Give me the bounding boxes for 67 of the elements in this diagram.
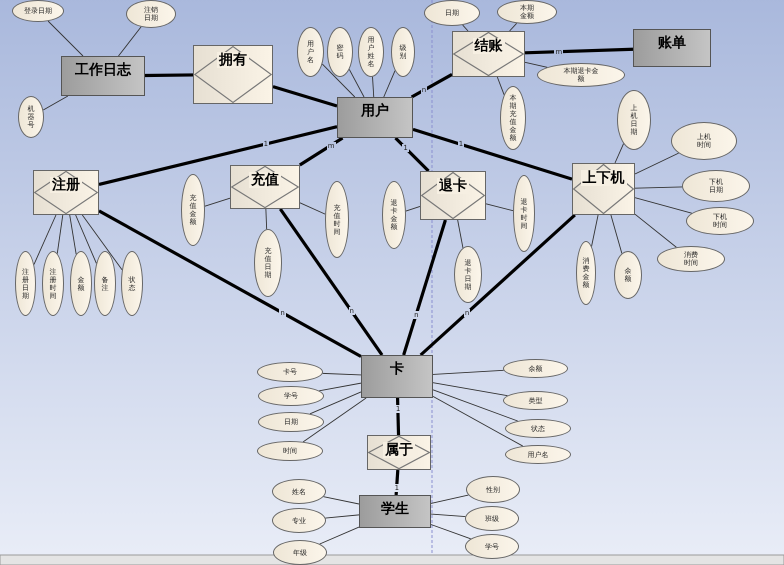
attribute-line (610, 214, 622, 254)
attribute-line (323, 496, 360, 504)
relationship-line (524, 48, 634, 54)
attribute-line (432, 396, 524, 447)
entity-box: 学生 (359, 495, 431, 528)
attribute-line (591, 214, 599, 247)
attribute-line (204, 198, 230, 207)
attribute-line (634, 197, 692, 214)
attribute-line (524, 62, 548, 68)
attribute-line (430, 514, 466, 518)
entity-box: 卡 (361, 355, 433, 398)
attribute-line (509, 22, 518, 32)
attribute-line (322, 64, 356, 98)
relationship-line (98, 125, 338, 186)
attribute-line (319, 526, 360, 544)
attribute-line (634, 186, 682, 189)
attribute-line (383, 70, 396, 98)
attribute-line (496, 76, 505, 96)
attribute-line (75, 214, 97, 264)
attribute-line (462, 24, 468, 32)
attribute-line (430, 494, 469, 504)
attribute-line (302, 398, 367, 442)
attribute-line (322, 372, 362, 376)
attribute-line (42, 96, 68, 110)
attribute-line (265, 208, 268, 230)
attribute-line (82, 214, 122, 270)
attribute-line (634, 214, 677, 248)
attribute-line (118, 26, 142, 56)
attribute-line (69, 214, 77, 255)
attribute-line (486, 203, 514, 212)
attribute-line (325, 514, 360, 518)
relationship-box: 注册 (33, 170, 99, 215)
attribute-line (405, 206, 420, 212)
attribute-line (48, 20, 84, 56)
attribute-line (432, 389, 518, 422)
relationship-line (396, 398, 400, 436)
relationship-line (394, 136, 430, 172)
relationship-box: 属于 (367, 435, 431, 470)
attribute-line (300, 202, 326, 215)
relationship-line (402, 220, 447, 356)
entity-box: 工作日志 (61, 56, 145, 96)
relationship-line (279, 208, 384, 356)
relationship-line (272, 85, 338, 108)
relationship-line (144, 73, 194, 78)
relationship-box: 退卡 (420, 171, 486, 220)
attribute-line (430, 524, 472, 540)
attribute-line (34, 214, 56, 265)
relationship-line (412, 128, 572, 181)
attribute-line (634, 152, 680, 174)
relationship-box: 拥有 (193, 45, 273, 104)
attribute-line (432, 382, 508, 396)
attribute-line (56, 214, 64, 254)
attribute-line (348, 68, 364, 98)
relationship-line (298, 136, 344, 166)
relationship-line (410, 73, 453, 98)
relationship-box: 充值 (230, 165, 300, 209)
relationship-line (98, 209, 362, 358)
attribute-line (614, 143, 624, 164)
attribute-line (457, 220, 464, 248)
relationship-line (420, 214, 576, 356)
entity-box: 用户 (337, 97, 413, 138)
relationship-box: 结账 (452, 31, 525, 77)
entity-box: 账单 (633, 29, 711, 67)
attribute-line (432, 370, 504, 375)
attribute-line (372, 76, 374, 98)
attribute-line (318, 382, 362, 392)
relationship-box: 上下机 (572, 163, 635, 215)
